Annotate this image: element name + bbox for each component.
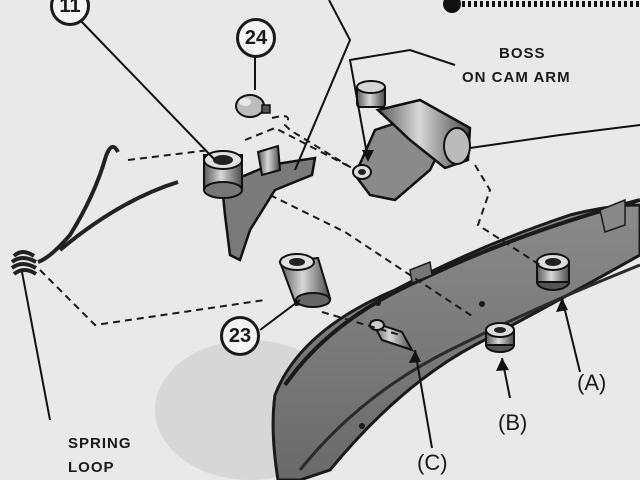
cam-arm — [352, 80, 472, 202]
callout-part-11: 11 — [50, 0, 90, 26]
callout-part-23: 23 — [220, 316, 260, 356]
part-23-bushing — [278, 253, 332, 308]
spring — [10, 144, 179, 276]
stud-a — [536, 253, 570, 291]
label-b: (B) — [498, 410, 528, 435]
page-border-fragment — [443, 0, 640, 13]
label-loop: LOOP — [68, 459, 115, 476]
assembly-lines — [39, 115, 541, 336]
label-boss: BOSS — [499, 45, 546, 62]
stud-b — [485, 322, 515, 353]
label-spring: SPRING — [68, 435, 132, 452]
label-on-cam-arm: ON CAM ARM — [462, 69, 571, 86]
label-a: (A) — [577, 370, 607, 395]
part-11-cam — [203, 144, 317, 262]
part-24-plug — [235, 94, 271, 118]
leader-lines — [21, 0, 640, 449]
label-c: (C) — [417, 450, 448, 475]
callout-part-24: 24 — [236, 18, 276, 58]
arrowheads — [362, 150, 568, 371]
